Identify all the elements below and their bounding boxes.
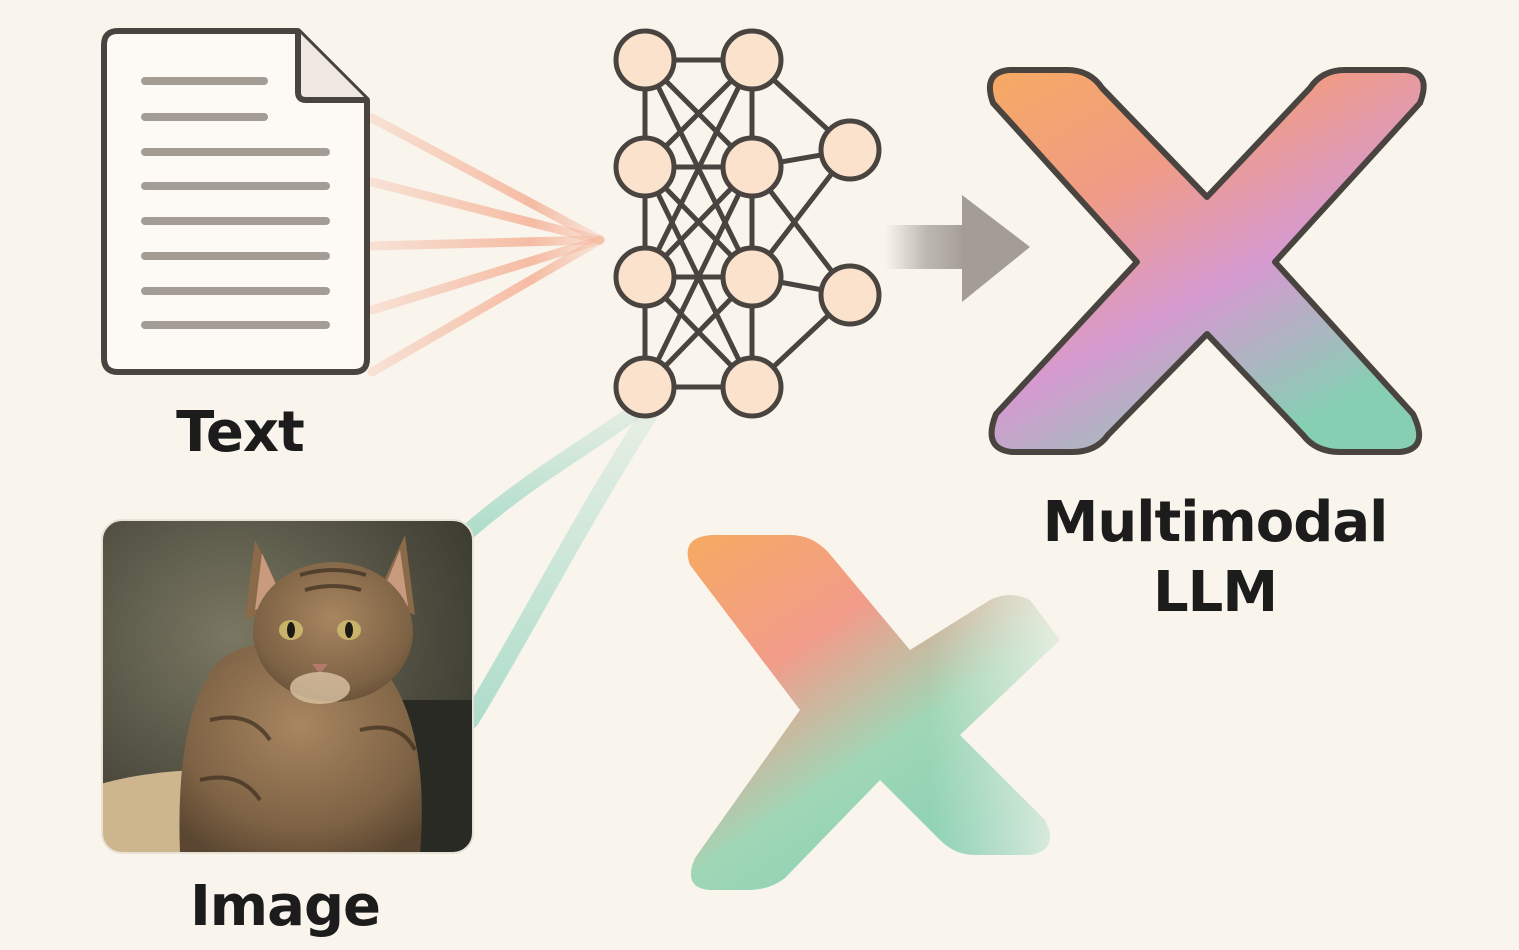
x-logo-large bbox=[986, 67, 1427, 455]
cat-photo bbox=[102, 520, 473, 853]
photo-frame bbox=[101, 519, 474, 854]
model-label: Multimodal LLM bbox=[995, 488, 1435, 628]
model-label-line2: LLM bbox=[1152, 560, 1278, 625]
x-logo-small bbox=[687, 535, 1090, 890]
text-stream bbox=[367, 113, 605, 377]
neural-network-icon bbox=[613, 28, 882, 419]
right-arrow-icon bbox=[885, 195, 1030, 302]
document-icon bbox=[101, 28, 370, 375]
text-label: Text bbox=[176, 400, 305, 465]
image-stream bbox=[461, 392, 664, 729]
image-label: Image bbox=[189, 874, 381, 939]
model-label-line1: Multimodal bbox=[1042, 490, 1389, 555]
